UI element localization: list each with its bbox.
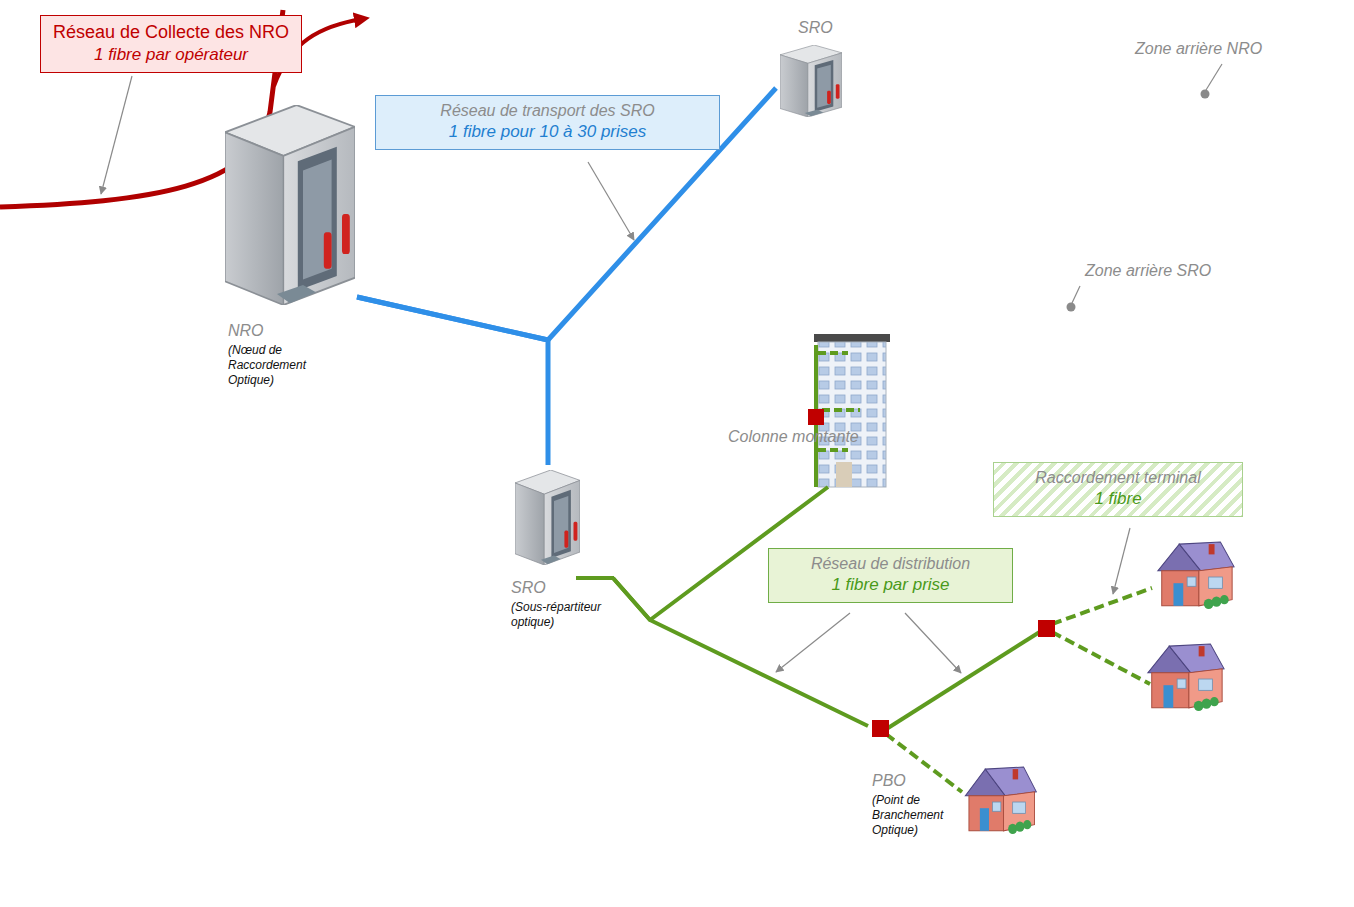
- building-door: [836, 462, 852, 487]
- node-title: SRO: [511, 578, 613, 597]
- node-title: Réseau de transport des SRO: [440, 101, 654, 121]
- sro-cabinet: [515, 470, 580, 565]
- sro-cabinet: [780, 45, 842, 117]
- floor-drops: [818, 353, 860, 450]
- zone-outline: [580, 215, 1285, 865]
- zone-region: Zone arrière SRO Colonne montanteRaccorde…: [580, 215, 1285, 865]
- pbo-square: [1038, 620, 1055, 637]
- equipment-node: NRO (Nœud de Raccordement Optique): [222, 105, 357, 395]
- node-subtitle: (Nœud de Raccordement Optique): [228, 343, 320, 388]
- network-callout: Réseau de transport des SRO1 fibre pour …: [375, 95, 720, 150]
- transport-fiber: [357, 297, 548, 465]
- zone-outline: [105, 41, 1347, 883]
- node-title: Réseau de Collecte des NRO: [53, 21, 289, 44]
- pbo-square: [808, 409, 824, 425]
- nro-cabinet: [225, 105, 355, 305]
- distribution-line: [888, 628, 1046, 728]
- node-subtitle: 1 fibre par opérateur: [94, 44, 248, 66]
- fiber-stub: [576, 576, 614, 580]
- building-roof: [814, 334, 890, 342]
- node-title: Zone arrière NRO: [1135, 40, 1262, 58]
- node-title: Zone arrière SRO: [1085, 262, 1211, 280]
- terminal-drops: [886, 588, 1152, 792]
- node-subtitle: 1 fibre pour 10 à 30 prises: [449, 121, 647, 143]
- node-subtitle: (Sous-répartiteur optique): [511, 600, 613, 630]
- equipment-node: PBO (Point de Branchement Optique): [868, 718, 954, 888]
- node-title: SRO: [798, 18, 848, 37]
- zone-outline: [589, 231, 1280, 845]
- equipment-node: SRO: [776, 18, 846, 118]
- node-subtitle: (Point de Branchement Optique): [872, 793, 954, 838]
- equipment-node: SRO (Sous-répartiteur optique): [505, 465, 613, 645]
- node-title: Raccordement terminal: [1035, 468, 1200, 488]
- building: [818, 342, 886, 487]
- network-callout: Réseau de Collecte des NRO1 fibre par op…: [40, 15, 302, 73]
- node-title: Colonne montante: [728, 427, 806, 446]
- network-callout: Raccordement terminal1 fibre: [993, 462, 1243, 517]
- network-callout: Réseau de distribution1 fibre par prise: [768, 548, 1013, 603]
- pbo-square: [872, 720, 889, 737]
- house: [1148, 644, 1224, 711]
- building-node: Colonne montante: [722, 335, 894, 487]
- node-title: Réseau de distribution: [811, 554, 970, 574]
- node-subtitle: 1 fibre: [1094, 488, 1141, 510]
- node-title: PBO: [872, 771, 954, 790]
- house: [965, 767, 1036, 834]
- leader-dot: [1067, 303, 1076, 312]
- leader-lines: [101, 64, 1222, 673]
- node-subtitle: 1 fibre par prise: [831, 574, 949, 596]
- leader-dot: [1201, 90, 1210, 99]
- transport-fiber: [357, 88, 776, 340]
- node-title: NRO: [228, 321, 320, 340]
- house: [1158, 542, 1234, 609]
